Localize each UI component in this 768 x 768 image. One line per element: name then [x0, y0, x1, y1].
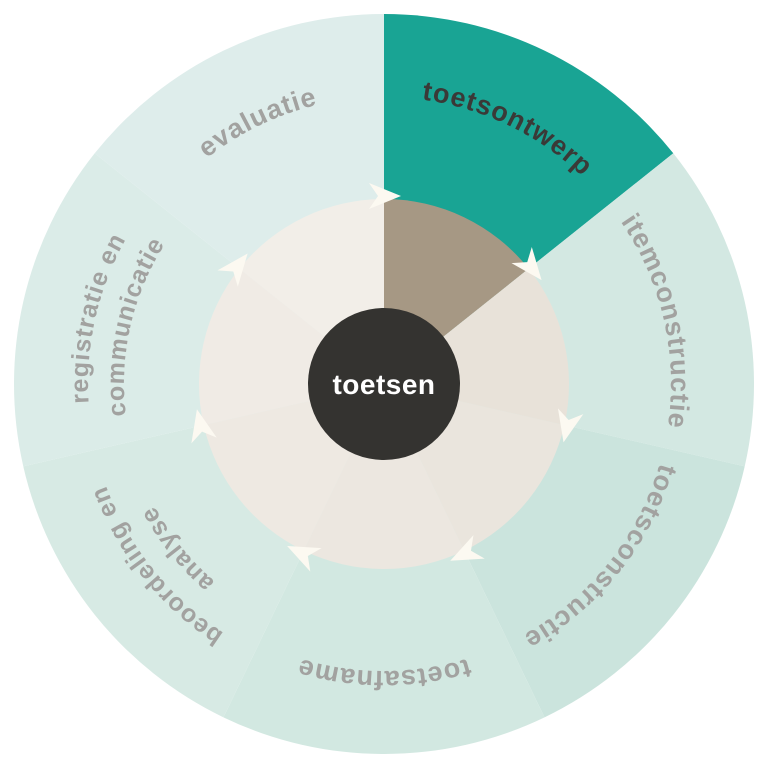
flow-arrow	[217, 253, 248, 287]
flow-arrow	[511, 246, 542, 281]
flow-arrow	[450, 535, 485, 561]
center-label: toetsen	[332, 369, 435, 400]
flow-arrow	[287, 546, 322, 572]
flow-arrow	[369, 183, 401, 209]
clockwise-arrowhead-icon	[511, 246, 542, 281]
center-circle	[308, 308, 460, 460]
flow-arrow	[557, 408, 584, 443]
clockwise-arrowhead-icon	[191, 409, 217, 444]
flow-arrows	[191, 183, 584, 572]
clockwise-arrowhead-icon	[450, 535, 485, 561]
flow-arrow	[191, 409, 217, 444]
inner-ring-wedge-toetsafname	[303, 384, 465, 569]
clockwise-arrowhead-icon	[287, 546, 322, 572]
clockwise-arrowhead-icon	[217, 253, 248, 287]
clockwise-arrowhead-icon	[557, 408, 584, 443]
clockwise-arrowhead-icon	[369, 183, 401, 209]
